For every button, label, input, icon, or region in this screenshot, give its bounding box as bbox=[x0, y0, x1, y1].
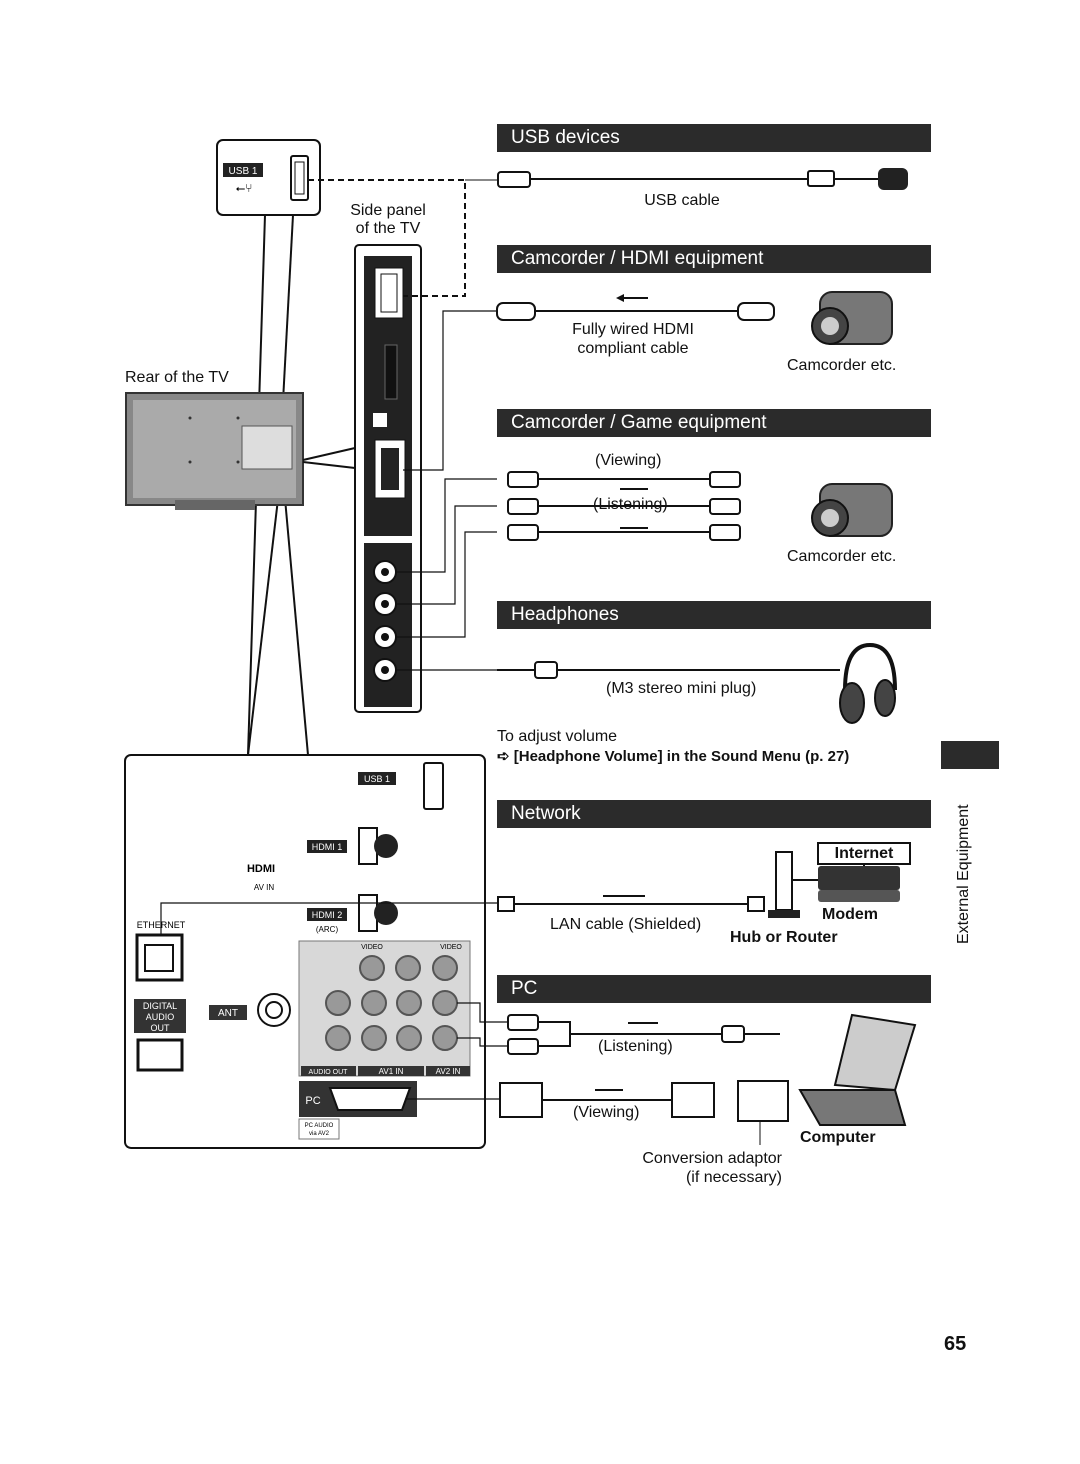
lan-cable bbox=[497, 895, 765, 912]
side-tab-marker bbox=[941, 741, 999, 769]
side-tab-label: External Equipment bbox=[955, 804, 972, 944]
volume-reference-text: [Headphone Volume] in the Sound Menu (p.… bbox=[513, 748, 850, 765]
listening-label-pc: (Listening) bbox=[598, 1038, 673, 1055]
rear-of-tv-label: Rear of the TV bbox=[125, 369, 229, 386]
hdmi-cable-line-2: compliant cable bbox=[577, 340, 689, 357]
section-camcorder-game: Camcorder / Game equipment bbox=[497, 409, 931, 437]
viewing-label-av: (Viewing) bbox=[595, 452, 662, 469]
arrow-right-icon: ➪ bbox=[497, 748, 510, 765]
video-label-2: VIDEO bbox=[440, 944, 462, 951]
modem-label: Modem bbox=[822, 906, 878, 923]
usb-cable bbox=[497, 168, 908, 190]
viewing-label-pc: (Viewing) bbox=[573, 1104, 640, 1121]
adaptor-label: Conversion adaptor (if necessary) bbox=[630, 1149, 782, 1187]
video-label: VIDEO bbox=[361, 944, 383, 951]
adjust-volume-label: To adjust volume bbox=[497, 728, 618, 745]
av1-in-label: AV1 IN bbox=[379, 1067, 404, 1076]
vga-cable bbox=[499, 1082, 715, 1118]
camcorder-label-hdmi: Camcorder etc. bbox=[787, 357, 897, 374]
headphones-icon bbox=[839, 642, 897, 724]
tv-rear-illustration bbox=[125, 392, 304, 510]
page-number: 65 bbox=[944, 1333, 967, 1355]
pc-audio-cable bbox=[507, 1014, 780, 1055]
section-network: Network bbox=[497, 800, 931, 828]
router-icon bbox=[768, 851, 800, 918]
computer-label: Computer bbox=[800, 1129, 876, 1146]
hdmi-cable-label: Fully wired HDMI compliant cable bbox=[548, 320, 718, 358]
side-panel-label: Side panel of the TV bbox=[338, 202, 438, 238]
digital-audio-out-label-1: DIGITAL bbox=[143, 1001, 177, 1011]
pc-port-label: PC bbox=[305, 1095, 320, 1107]
usb1-tag-top: USB 1 bbox=[229, 166, 258, 177]
hub-router-label: Hub or Router bbox=[730, 929, 838, 946]
headphone-cable bbox=[497, 661, 840, 679]
av-in-label: AV IN bbox=[254, 883, 275, 892]
lan-cable-label: LAN cable (Shielded) bbox=[550, 916, 702, 933]
laptop-icon bbox=[798, 1013, 917, 1126]
mini-plug-label: (M3 stereo mini plug) bbox=[606, 680, 757, 697]
tv-side-panel bbox=[354, 244, 422, 713]
av2-in-label: AV2 IN bbox=[436, 1067, 461, 1076]
hdmi-logo: HDMI bbox=[247, 863, 275, 875]
hdmi-cable bbox=[496, 294, 775, 321]
hdmi1-tag: HDMI 1 bbox=[312, 842, 343, 852]
side-panel-line-2: of the TV bbox=[355, 220, 421, 237]
internet-label: Internet bbox=[834, 845, 894, 862]
usb-cable-label: USB cable bbox=[644, 192, 720, 209]
camcorder-icon bbox=[811, 483, 893, 537]
hdmi2-tag: HDMI 2 bbox=[312, 910, 343, 920]
arc-label: (ARC) bbox=[316, 925, 339, 934]
modem-icon bbox=[792, 845, 900, 902]
side-panel-line-1: Side panel bbox=[350, 202, 426, 219]
section-camcorder-hdmi: Camcorder / HDMI equipment bbox=[497, 245, 931, 273]
hdmi-cable-line-1: Fully wired HDMI bbox=[572, 321, 694, 338]
adaptor-line-2: (if necessary) bbox=[685, 1169, 782, 1186]
av-cable bbox=[507, 471, 741, 541]
audio-out-label: AUDIO OUT bbox=[309, 1069, 349, 1076]
camcorder-icon bbox=[811, 291, 893, 345]
section-headphones: Headphones bbox=[497, 601, 931, 629]
camcorder-label-av: Camcorder etc. bbox=[787, 548, 897, 565]
volume-reference: ➪ [Headphone Volume] in the Sound Menu (… bbox=[497, 747, 849, 765]
usb1-tag: USB 1 bbox=[364, 774, 390, 784]
digital-audio-out-label-3: OUT bbox=[151, 1023, 171, 1033]
digital-audio-out-label-2: AUDIO bbox=[146, 1012, 175, 1022]
section-pc: PC bbox=[497, 975, 931, 1003]
usb-callout-box: USB 1 ⭠⑂ bbox=[216, 139, 321, 216]
adaptor-line-1: Conversion adaptor bbox=[642, 1150, 782, 1167]
section-usb-devices: USB devices bbox=[497, 124, 931, 152]
usb-symbol-icon: ⭠⑂ bbox=[236, 181, 253, 195]
pc-audio-label-1: PC AUDIO bbox=[305, 1123, 334, 1129]
listening-label-av: (Listening) bbox=[593, 496, 668, 513]
pc-audio-label-2: via AV2 bbox=[309, 1131, 330, 1137]
ant-label: ANT bbox=[218, 1008, 238, 1019]
conversion-adaptor-icon bbox=[737, 1080, 789, 1145]
tv-rear-terminal-panel: USB 1 HDMI 1 HDMI AV IN HDMI 2 (ARC) ETH… bbox=[124, 754, 486, 1149]
